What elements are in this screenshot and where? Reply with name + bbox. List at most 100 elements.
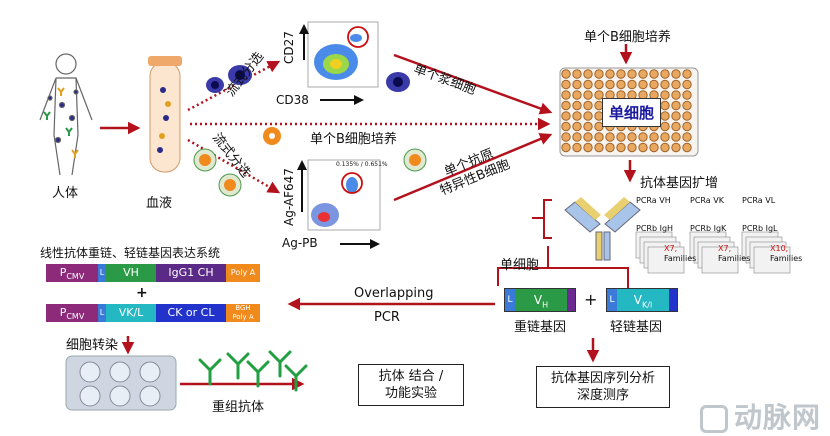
plate-well [682, 79, 692, 90]
plate-well [594, 90, 604, 100]
plate-well [660, 79, 670, 90]
plate-well [561, 111, 571, 121]
human-figure-icon [39, 53, 93, 176]
pcr-families-label: Families [718, 254, 751, 263]
heavy-constant: IgG1 CH [156, 264, 226, 282]
heavy-vh: VH [106, 264, 156, 282]
single-b-culture-title: 单个B细胞培养 [584, 30, 671, 45]
pcr-plate-stack [701, 246, 739, 274]
light-constant: CK or CL [156, 304, 226, 322]
pcr-round1-label: PCRa VK [690, 196, 724, 205]
pcr-round1-label: PCRa VH [636, 196, 671, 205]
plate-well [627, 79, 637, 90]
flow-plot-antigen [297, 159, 381, 249]
plate-well [616, 69, 626, 79]
plate-well [627, 69, 637, 79]
plate-well [572, 111, 582, 121]
heavy-promoter: PCMV [46, 264, 98, 282]
pcr-families-label: Families [770, 254, 803, 263]
vkl-leader: L [607, 289, 617, 311]
watermark-logo: 动脉网 [700, 396, 821, 436]
plate-well [583, 69, 593, 79]
plate-well [572, 90, 582, 100]
plate-well [561, 121, 571, 132]
plate-well [682, 132, 692, 142]
plate-well [638, 142, 648, 153]
pcr-families-label: Families [664, 254, 697, 263]
vh-end [567, 289, 575, 311]
vh-region: VH [515, 289, 567, 311]
plate-well [627, 132, 637, 142]
blood-tube-icon [148, 56, 182, 173]
plate-well [594, 132, 604, 142]
plasma-cell-icon [206, 65, 410, 93]
plate-well [682, 90, 692, 100]
plate-well [572, 79, 582, 90]
plate-well [572, 132, 582, 142]
cd38-axis-label: CD38 [276, 93, 309, 107]
pcr-round2-label: PCRb IgK [690, 224, 727, 233]
plate-well [561, 132, 571, 142]
plate-well [594, 69, 604, 79]
b-cell-antigen-icon [193, 127, 427, 197]
plate-well [638, 79, 648, 90]
cd27-axis-label: CD27 [282, 31, 296, 64]
plate-well [638, 132, 648, 142]
gate-percentage: 0.135% / 0.651% [336, 161, 388, 168]
plate-well [572, 69, 582, 79]
light-leader: L [98, 304, 106, 322]
plate-well [682, 142, 692, 153]
ag-af647-axis-label: Ag-AF647 [282, 168, 296, 226]
transfection-plate-image [65, 355, 177, 411]
plate-well [660, 132, 670, 142]
light-promoter: PCMV [46, 304, 98, 322]
plate-well [649, 69, 659, 79]
plate-well [649, 142, 659, 153]
plate-well [583, 111, 593, 121]
plate-well [594, 79, 604, 90]
pcr-round2-label: PCRb IgL [742, 224, 778, 233]
vkl-gene-block: L VK/l [606, 288, 678, 312]
plate-well [671, 132, 681, 142]
plate-well [561, 69, 571, 79]
plate-well [572, 100, 582, 111]
plate-well [583, 79, 593, 90]
plate-well [638, 69, 648, 79]
plate-well [660, 111, 670, 121]
vkl-end [669, 289, 677, 311]
overlapping-label: Overlapping [354, 286, 434, 301]
pcr-round2-label: PCRb IgH [636, 224, 674, 233]
ag-pb-axis-label: Ag-PB [282, 236, 318, 250]
pcr-label: PCR [374, 310, 400, 325]
pcr-plate-stack [753, 246, 791, 274]
pcr-multiplier-label: X7, [718, 244, 732, 253]
watermark-text: 动脉网 [734, 401, 822, 434]
plate-well [660, 100, 670, 111]
light-gene-label: 轻链基因 [610, 320, 663, 335]
plate-well [671, 79, 681, 90]
plate-well [616, 79, 626, 90]
plate-well [660, 121, 670, 132]
plate-well [660, 90, 670, 100]
antibody-structure-icon [564, 197, 641, 261]
plate-well [671, 111, 681, 121]
plate-well [572, 142, 582, 153]
plate-well [671, 90, 681, 100]
plate-well [583, 100, 593, 111]
expression-system-label: 线性抗体重链、轻链基因表达系统 [40, 246, 221, 260]
plate-well [572, 121, 582, 132]
vh-gene-block: L VH [504, 288, 576, 312]
plate-well [583, 132, 593, 142]
single-cell-plate-label: 单细胞 [602, 98, 662, 127]
recombinant-antibody-icons [198, 350, 308, 392]
sequence-analysis-box: 抗体基因序列分析 深度测序 [536, 366, 670, 408]
plate-well [682, 111, 692, 121]
transfection-label: 细胞转染 [66, 338, 119, 353]
plate-well [627, 142, 637, 153]
human-label: 人体 [52, 186, 79, 201]
pcr-plate-stack [647, 246, 685, 274]
plate-well [605, 79, 615, 90]
plate-well [561, 142, 571, 153]
construct-plus: + [136, 285, 148, 301]
